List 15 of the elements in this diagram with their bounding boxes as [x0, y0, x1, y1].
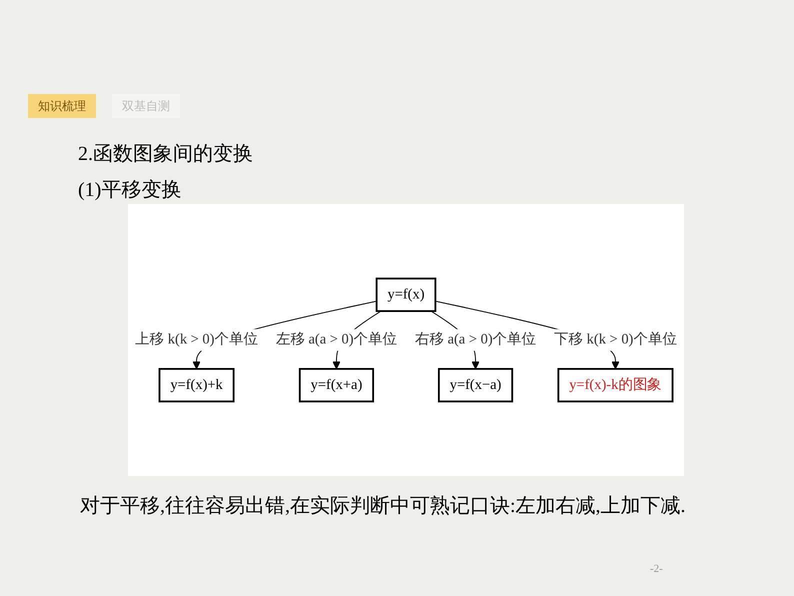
edge-label: 上移 k(k > 0)个单位 — [135, 332, 258, 348]
note-paragraph: 对于平移,往往容易出错,在实际判断中可熟记口诀:左加右减,上加下减. — [79, 494, 687, 519]
inactive-tab: 双基自测 — [112, 94, 180, 118]
subheading: (1)平移变换 — [78, 178, 182, 203]
node-box: y=f(x) — [376, 278, 436, 312]
active-tab: 知识梳理 — [28, 94, 96, 118]
node-box: y=f(x)-k的图象 — [557, 368, 674, 402]
edge-label: 左移 a(a > 0)个单位 — [276, 332, 397, 348]
edge-label: 下移 k(k > 0)个单位 — [554, 332, 677, 348]
node-box: y=f(x+a) — [298, 368, 374, 402]
page-number: -2- — [650, 563, 663, 575]
node-box: y=f(x)+k — [158, 368, 235, 402]
section-heading: 2.函数图象间的变换 — [78, 142, 253, 167]
node-box: y=f(x−a) — [438, 368, 514, 402]
edge-label: 右移 a(a > 0)个单位 — [415, 332, 536, 348]
